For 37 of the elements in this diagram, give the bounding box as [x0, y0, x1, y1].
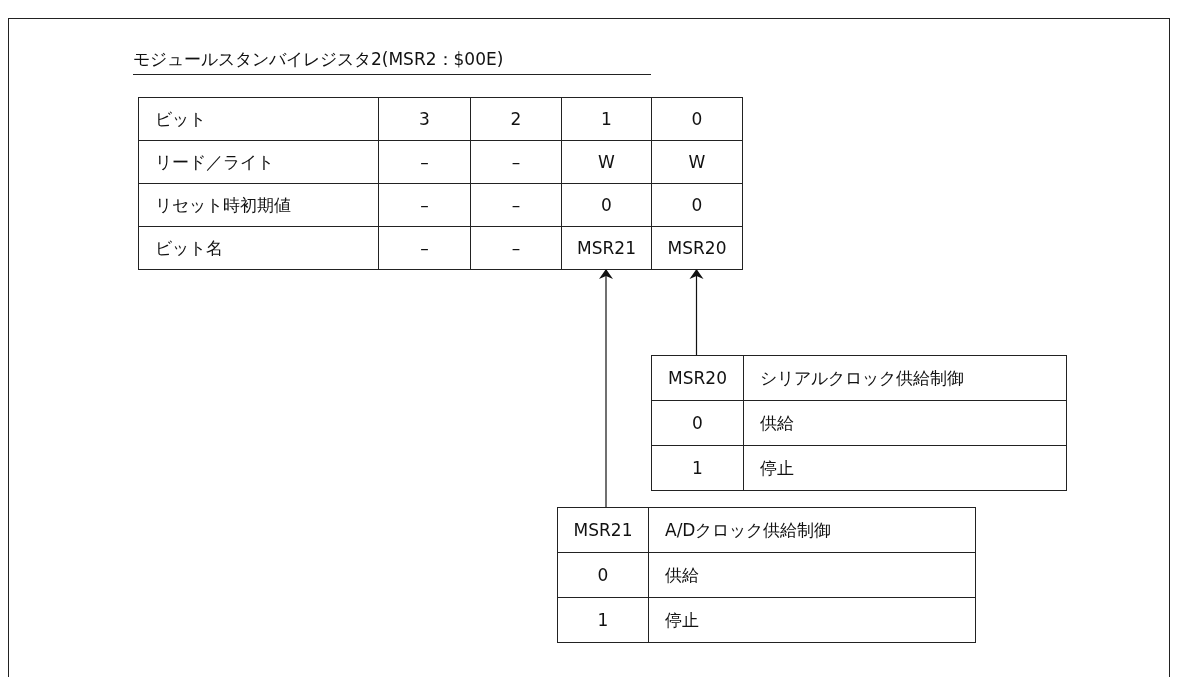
table-cell: 2	[471, 98, 562, 141]
table-cell: リード／ライト	[139, 141, 379, 184]
table-cell: –	[471, 184, 562, 227]
table-cell: 1	[562, 98, 652, 141]
table-cell: A/Dクロック供給制御	[649, 508, 976, 553]
table-cell: 1	[558, 598, 649, 643]
bit-name-cell: MSR20	[652, 227, 743, 270]
table-cell: –	[379, 141, 471, 184]
table-cell: 3	[379, 98, 471, 141]
table-cell: 1	[652, 446, 744, 491]
table-cell: –	[379, 227, 471, 270]
arrow	[689, 268, 704, 356]
bit-setting-table	[651, 355, 1067, 491]
table-cell: 供給	[649, 553, 976, 598]
table-cell: リセット時初期値	[139, 184, 379, 227]
table-cell: MSR20	[652, 356, 744, 401]
register-title: モジュールスタンバイレジスタ2(MSR2：$00E)	[133, 48, 651, 75]
table-cell: 0	[562, 184, 652, 227]
bit-setting-table	[557, 507, 976, 643]
table-cell: 停止	[649, 598, 976, 643]
table-cell: –	[379, 184, 471, 227]
table-cell: 0	[652, 184, 743, 227]
table-cell: –	[471, 141, 562, 184]
table-cell: 0	[558, 553, 649, 598]
table-cell: 0	[652, 401, 744, 446]
table-cell: ビット名	[139, 227, 379, 270]
table-cell: W	[562, 141, 652, 184]
table-cell: –	[471, 227, 562, 270]
table-cell: 0	[652, 98, 743, 141]
bit-name-cell: MSR21	[562, 227, 652, 270]
table-cell: 供給	[744, 401, 1067, 446]
table-cell: 停止	[744, 446, 1067, 491]
arrow	[599, 268, 613, 508]
table-cell: ビット	[139, 98, 379, 141]
table-cell: W	[652, 141, 743, 184]
table-cell: MSR21	[558, 508, 649, 553]
table-cell: シリアルクロック供給制御	[744, 356, 1067, 401]
